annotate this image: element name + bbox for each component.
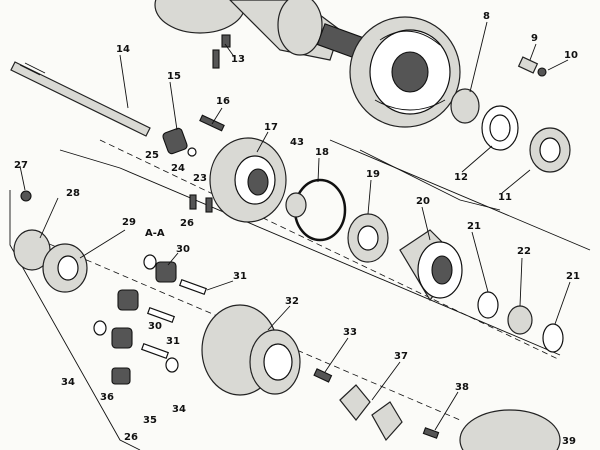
callout-24: 24	[171, 163, 185, 174]
bracket-9	[517, 56, 539, 74]
assembly-axis-lower	[39, 239, 461, 421]
callout-11: 11	[498, 192, 512, 203]
frame-line-top	[59, 149, 561, 356]
callout-31: 31	[166, 336, 180, 347]
drum-39	[459, 409, 561, 450]
callout-17: 17	[264, 122, 278, 133]
bolt-33	[313, 368, 333, 383]
callout-9: 9	[531, 33, 538, 44]
callout-15: 15	[167, 71, 181, 82]
frame-line-right-mid	[359, 149, 501, 211]
callout-32: 32	[285, 296, 299, 307]
axle-shaft	[10, 61, 151, 137]
callout-43: 43	[290, 137, 304, 148]
callout-19: 19	[366, 169, 380, 180]
washer-34c	[165, 357, 179, 373]
washer-22	[507, 305, 533, 335]
callout-26: 26	[180, 218, 194, 229]
plate-37b	[371, 401, 403, 442]
planet-gear-30a	[155, 261, 177, 283]
callout-36: 36	[100, 392, 114, 403]
callout-21: 21	[467, 221, 481, 232]
pin-31b	[146, 306, 176, 324]
frame-line-right-upper	[329, 139, 591, 251]
callout-35: 35	[143, 415, 157, 426]
callout-21: 21	[566, 271, 580, 282]
bolt-16	[199, 114, 225, 132]
screw-23	[205, 197, 213, 213]
plug-27	[20, 190, 32, 202]
callout-14: 14	[116, 44, 130, 55]
callout-37: 37	[394, 351, 408, 362]
callout-12: 12	[454, 172, 468, 183]
pin-31a	[178, 278, 208, 296]
pin-31c	[140, 342, 170, 360]
screw-38	[422, 427, 440, 439]
callout-29: 29	[122, 217, 136, 228]
callout-8: 8	[483, 11, 490, 22]
callout-38: 38	[455, 382, 469, 393]
callout-27: 27	[14, 160, 28, 171]
sleeve-43	[285, 192, 307, 218]
ring-gear-20	[399, 229, 463, 302]
bearing-race-8	[450, 88, 480, 124]
callout-31: 31	[233, 271, 247, 282]
callout-10: 10	[564, 50, 578, 61]
bolt-13	[221, 34, 231, 48]
planet-gear-30b	[117, 289, 139, 311]
callout-33: 33	[343, 327, 357, 338]
planet-gear-30c	[111, 327, 133, 349]
brake-assembly	[349, 16, 461, 128]
washer-34b	[143, 254, 157, 270]
washer-34a	[93, 320, 107, 336]
callout-26: 26	[124, 432, 138, 443]
needle-bearing-36	[111, 367, 131, 385]
ring-21a	[477, 291, 499, 319]
callout-a-a: A-A	[145, 228, 165, 239]
callout-labels: 14 15 16 17 43 18 19 20 21 22 21 23 24 25 26 27 28 29A-A 3…	[14, 11, 580, 447]
callout-25: 25	[145, 150, 159, 161]
callout-34: 34	[61, 377, 75, 388]
assembly-axis-upper	[99, 139, 561, 361]
callout-30: 30	[148, 321, 162, 332]
callout-16: 16	[216, 96, 230, 107]
callout-28: 28	[66, 188, 80, 199]
coupling-15	[162, 127, 188, 155]
hub-32	[201, 304, 301, 396]
callout-30: 30	[176, 244, 190, 255]
axle-housing	[154, 0, 364, 61]
frame-line-left	[9, 190, 141, 450]
callout-18: 18	[315, 147, 329, 158]
plate-37a	[339, 384, 371, 421]
callout-39: 39	[562, 436, 576, 447]
leader-lines	[19, 21, 571, 431]
callout-20: 20	[416, 196, 430, 207]
nut-10	[537, 67, 547, 77]
callout-34: 34	[172, 404, 186, 415]
callout-23: 23	[193, 173, 207, 184]
callout-22: 22	[517, 246, 531, 257]
washer-25	[187, 147, 197, 157]
callout-13: 13	[231, 54, 245, 65]
hub-17	[209, 137, 287, 223]
ring-21b	[542, 323, 564, 353]
screw-24	[189, 194, 197, 210]
